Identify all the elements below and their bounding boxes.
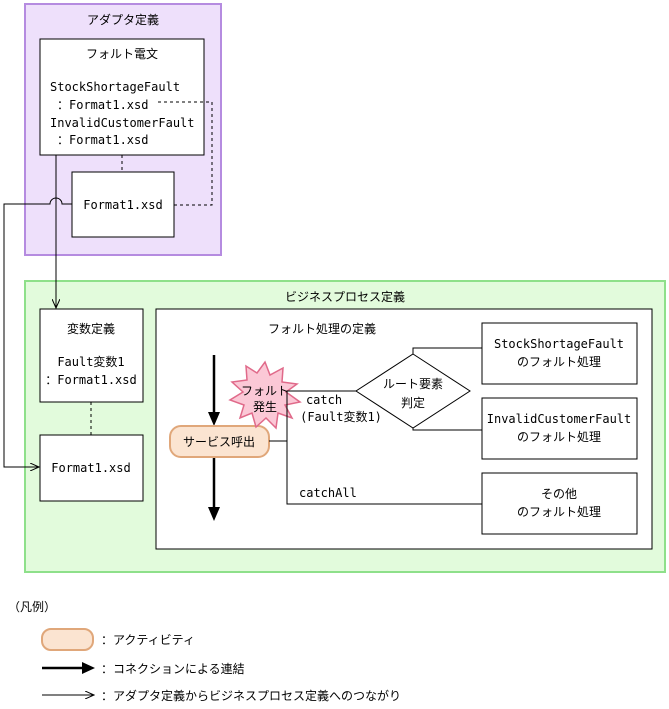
handler-other[interactable] xyxy=(481,472,638,535)
handler-other-line-2: のフォルト処理 xyxy=(517,505,601,519)
decision-to-handler-2 xyxy=(412,428,482,431)
fault-message-line-4: ：Format1.xsd xyxy=(57,133,148,147)
fault-message-title: フォルト電文 xyxy=(86,46,158,61)
adapter-schema-box[interactable] xyxy=(71,171,175,238)
catch-label-1: catch xyxy=(306,393,342,407)
legend-connection-label: ：コネクションによる連結 xyxy=(101,662,245,676)
variable-definition-box[interactable] xyxy=(39,308,144,403)
legend-activity-label: ：アクティビティ xyxy=(101,633,195,647)
legend-title: （凡例） xyxy=(8,600,56,614)
business-schema-box[interactable] xyxy=(39,434,144,502)
legend-connection-arrow-head xyxy=(82,662,95,674)
business-process-title: ビジネスプロセス定義 xyxy=(285,289,405,304)
flow-arrow-out-of-activity-head xyxy=(208,507,220,521)
fault-occurrence-label-2: 発生 xyxy=(253,400,277,414)
adapter-definition-title: アダプタ定義 xyxy=(87,12,159,27)
decision-label-1: ルート要素 xyxy=(383,377,443,391)
variable-definition-title: 変数定義 xyxy=(67,321,115,336)
catchall-routing-line xyxy=(286,441,482,505)
handler-invalid-customer[interactable] xyxy=(481,397,638,460)
business-schema-label: Format1.xsd xyxy=(51,461,130,475)
decision-label-2: 判定 xyxy=(401,395,425,410)
adapter-dashed-link-bracket xyxy=(158,101,213,206)
variable-definition-line-1: Fault変数1 xyxy=(57,354,124,369)
fault-message-line-2: ：Format1.xsd xyxy=(57,98,148,112)
legend-activity-swatch xyxy=(41,628,94,651)
fault-message-line-1: StockShortageFault xyxy=(50,80,180,94)
handler-stock-shortage-line-2: のフォルト処理 xyxy=(517,355,601,369)
handler-stock-shortage-line-1: StockShortageFault xyxy=(494,337,624,351)
fault-message-box[interactable] xyxy=(39,38,205,156)
handler-invalid-customer-line-2: のフォルト処理 xyxy=(517,430,601,444)
catch-routing-line xyxy=(269,390,356,442)
adapter-schema-label: Format1.xsd xyxy=(83,198,162,212)
catchall-label: catchAll xyxy=(299,486,357,500)
fault-occurrence-label-1: フォルト xyxy=(241,384,289,398)
fault-message-line-3: InvalidCustomerFault xyxy=(50,116,195,130)
decision-to-handler-1 xyxy=(412,347,482,354)
catch-label-2: (Fault変数1) xyxy=(300,409,382,424)
flow-arrow-into-activity-head xyxy=(208,412,220,426)
fault-processing-title: フォルト処理の定義 xyxy=(268,321,376,336)
legend-link-label: ：アダプタ定義からビジネスプロセス定義へのつながり xyxy=(101,688,401,703)
service-call-label: サービス呼出 xyxy=(183,435,255,449)
link-adapter-schema-to-business-schema xyxy=(3,197,72,467)
handler-invalid-customer-line-1: InvalidCustomerFault xyxy=(487,412,632,426)
variable-definition-line-2: ：Format1.xsd xyxy=(45,373,136,387)
fault-occurrence-burst xyxy=(228,360,302,430)
handler-other-line-1: その他 xyxy=(541,487,577,501)
handler-stock-shortage[interactable] xyxy=(481,322,638,385)
